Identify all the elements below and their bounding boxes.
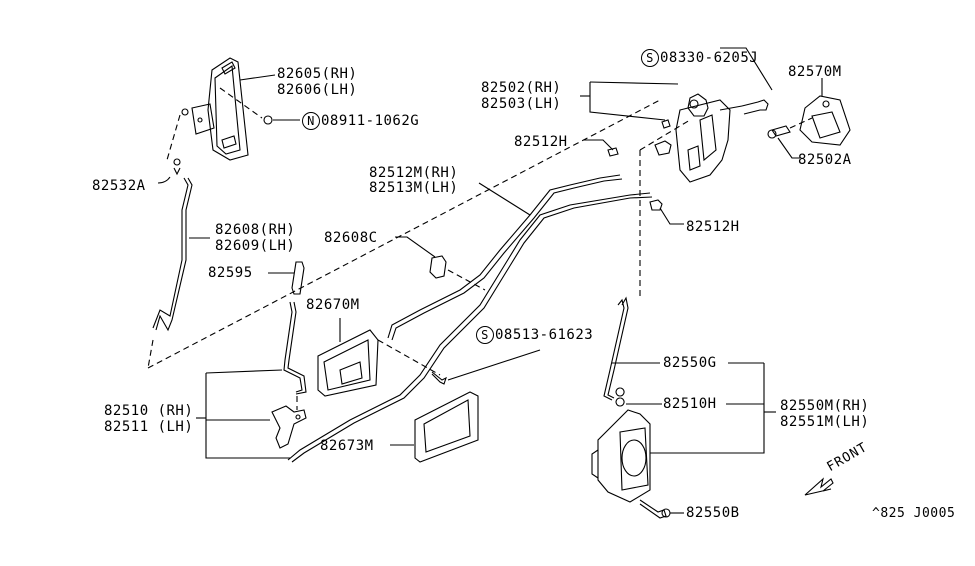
label-82502: 82502(RH): [481, 80, 562, 96]
label-82511: 82511 (LH): [104, 419, 194, 435]
s-symbol-icon: S: [476, 326, 494, 344]
label-82502A: 82502A: [798, 152, 852, 168]
clip-h-part: [649, 199, 684, 225]
inside-handle-part: [317, 318, 441, 397]
clip-part: [157, 114, 181, 184]
inside-handle-rod: [196, 301, 307, 459]
s-symbol-icon: S: [641, 49, 659, 67]
label-82532A: 82532A: [92, 178, 146, 194]
label-82551M: 82551M(LH): [780, 414, 870, 430]
front-arrow-icon: [804, 477, 834, 496]
actuator-rod: [603, 296, 776, 454]
lock-screw-part: [719, 47, 773, 115]
label-82510H: 82510H: [663, 396, 717, 412]
dashed-guide-1: [147, 99, 661, 369]
label-82512H-upper: 82512H: [514, 134, 568, 150]
label-82595: 82595: [208, 265, 253, 281]
label-82550M: 82550M(RH): [780, 398, 870, 414]
label-82550B: 82550B: [686, 505, 740, 521]
escutcheon-part: [390, 391, 479, 463]
label-82606: 82606(LH): [277, 82, 358, 98]
label-82503: 82503(LH): [481, 96, 562, 112]
label-82609: 82609(LH): [215, 238, 296, 254]
label-82510: 82510 (RH): [104, 403, 194, 419]
label-82673M: 82673M: [320, 438, 374, 454]
label-82512H-lower: 82512H: [686, 219, 740, 235]
screw-part: [431, 349, 541, 385]
outside-handle-rod: [152, 177, 210, 332]
label-82670M: 82670M: [306, 297, 360, 313]
label-82550G: 82550G: [663, 355, 717, 371]
n-symbol-icon: N: [302, 112, 320, 130]
rod-holder-part: [268, 261, 305, 295]
label-82608: 82608(RH): [215, 222, 296, 238]
lock-cable: [287, 174, 653, 463]
outside-handle-part: [181, 57, 300, 161]
diagram-reference-code: ^825 J0005: [872, 506, 956, 521]
label-82605: 82605(RH): [277, 66, 358, 82]
striker-part: [767, 78, 851, 159]
label-82512M: 82512M(RH): [369, 165, 459, 181]
actuator-part: [591, 409, 684, 519]
door-lock-part: [580, 81, 731, 300]
label-82608C: 82608C: [324, 230, 378, 246]
label-82570M: 82570M: [788, 64, 842, 80]
label-82513M: 82513M(LH): [369, 180, 459, 196]
rod-clip-part: [395, 236, 486, 291]
